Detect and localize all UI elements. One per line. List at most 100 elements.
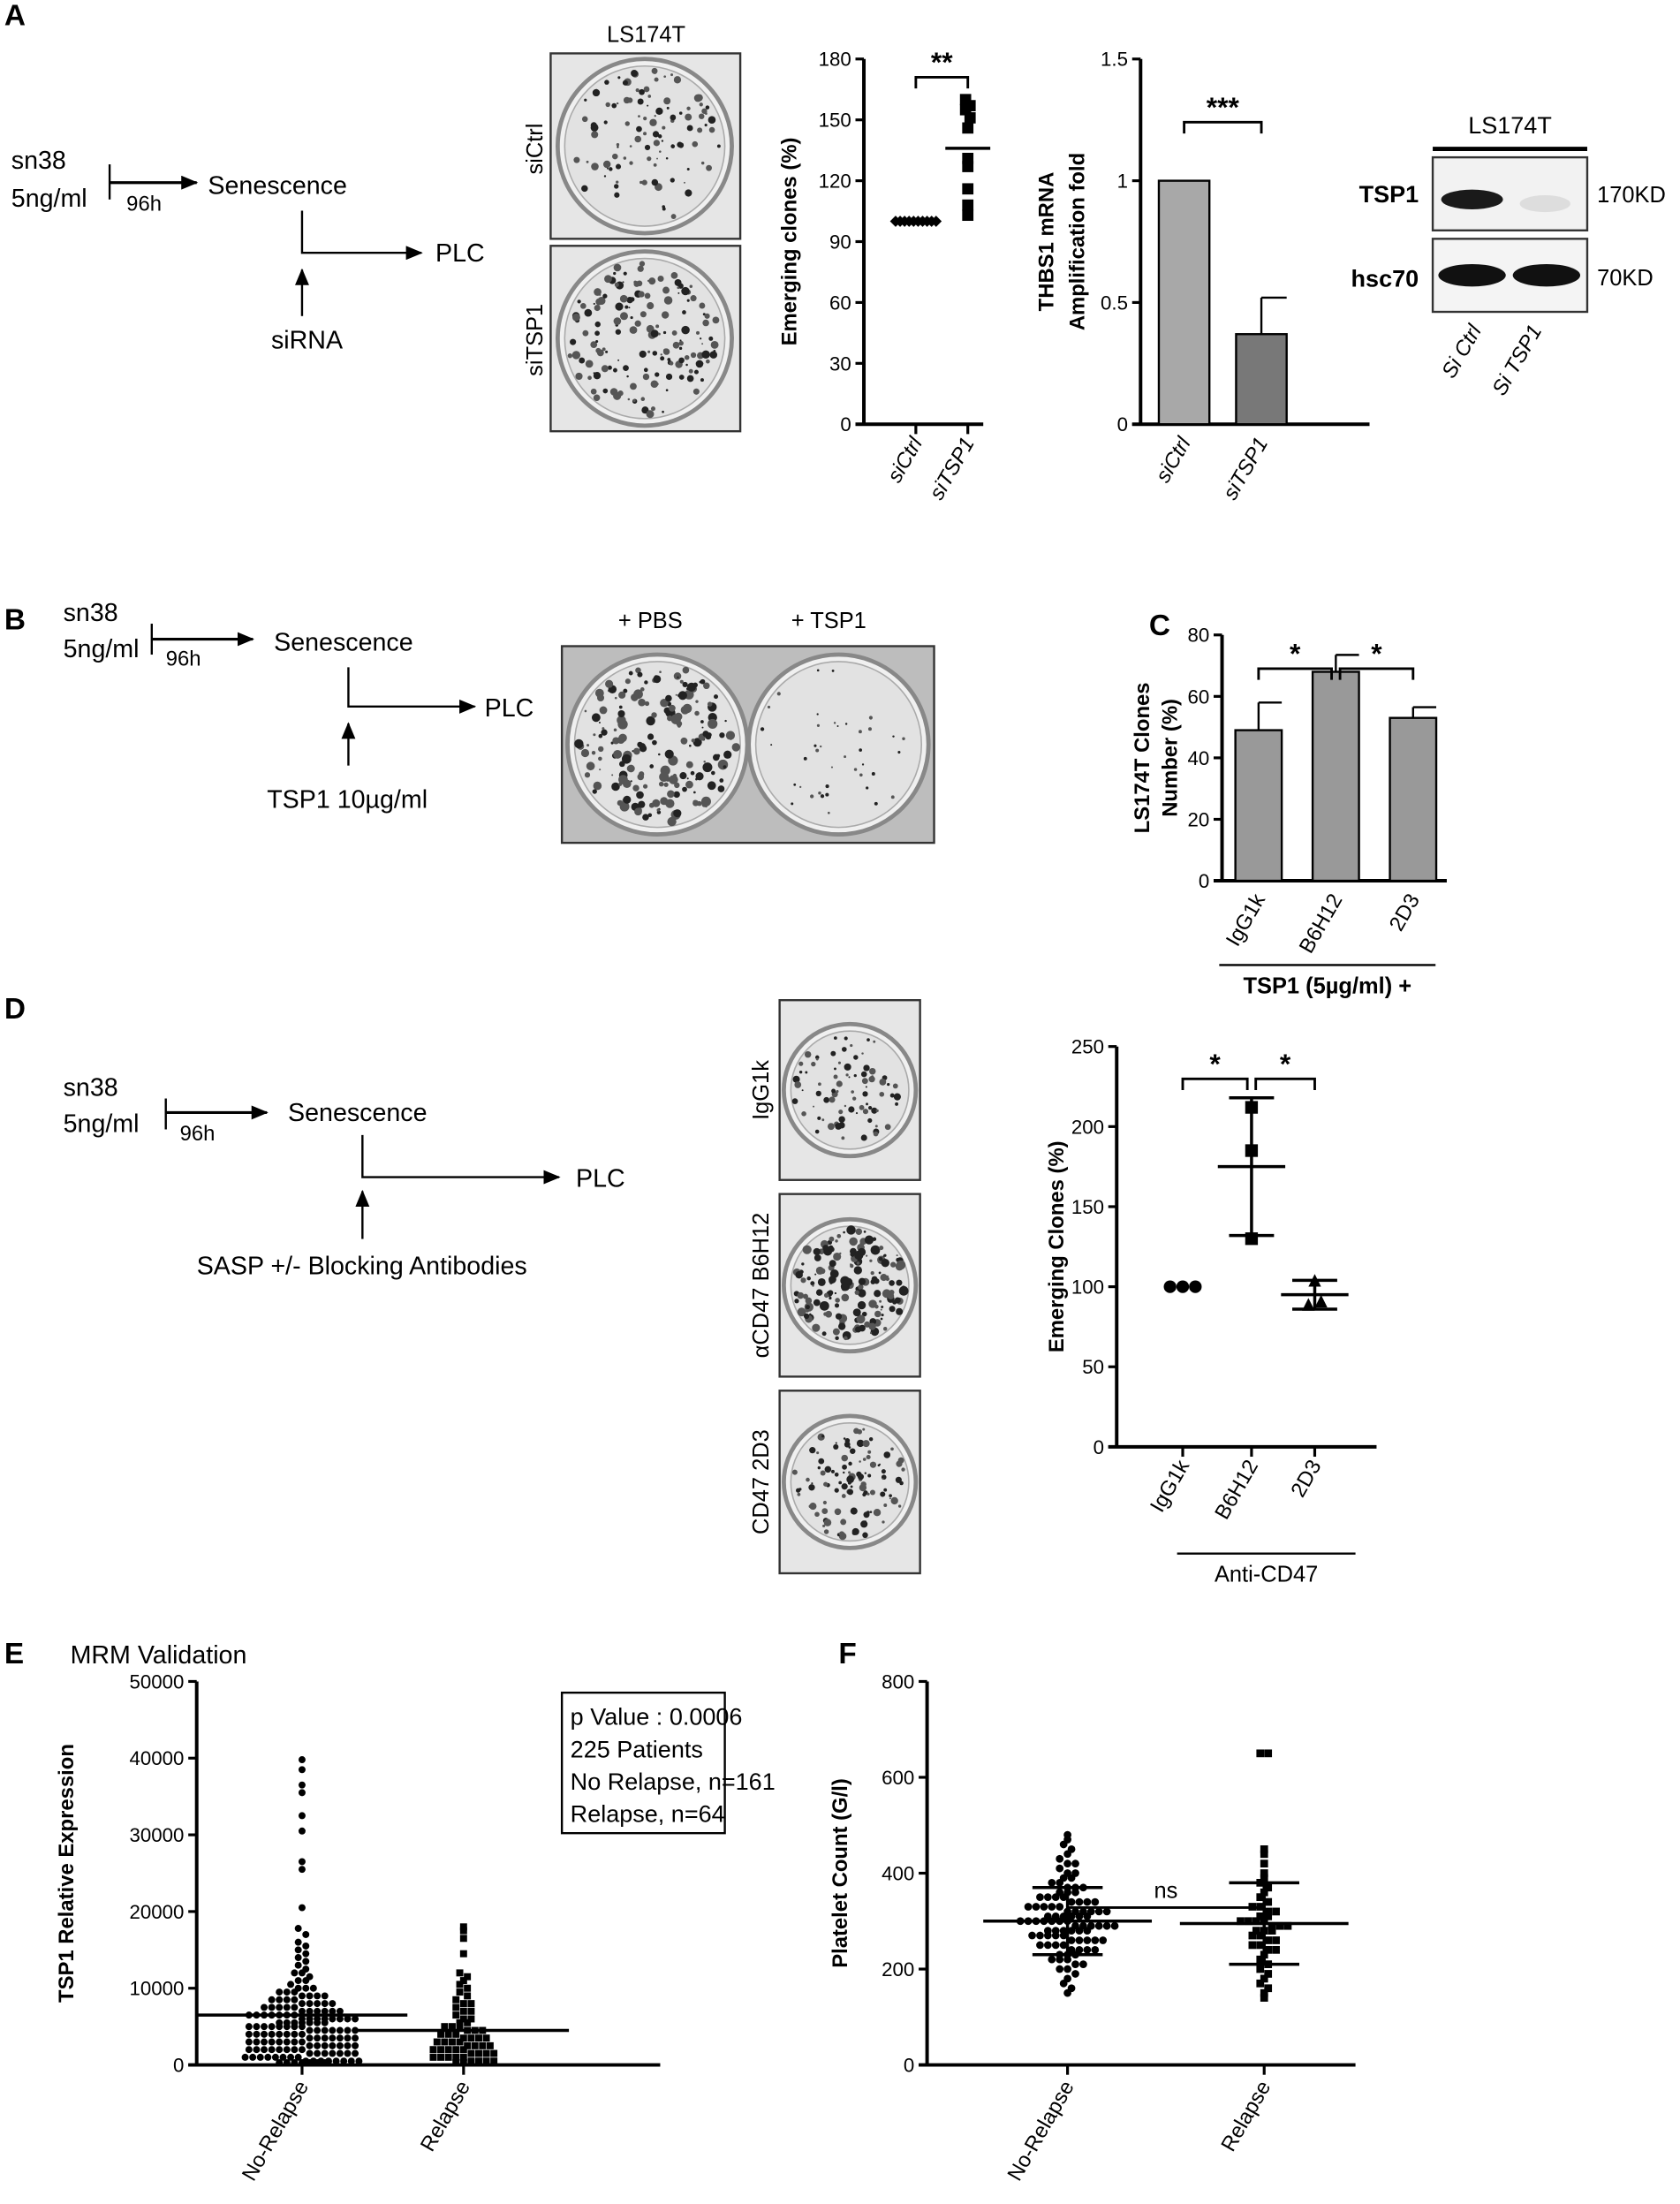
colony-dot [805, 1304, 810, 1310]
colony-dot [823, 1312, 828, 1316]
x-category-label: No-Relapse [238, 2077, 314, 2185]
colony-dot [852, 1096, 857, 1101]
colony-dot [822, 1245, 829, 1252]
colony-dot [817, 1466, 821, 1470]
significance-label: * [1290, 638, 1301, 670]
colony-dot [867, 1450, 872, 1454]
colony-dot [878, 1463, 882, 1466]
colony-dot [866, 786, 869, 790]
data-point [271, 2053, 279, 2061]
colony-dot [829, 1296, 832, 1300]
colony-dot [593, 394, 601, 402]
y-tick-label: 20000 [130, 1901, 185, 1923]
plate-label: + PBS [618, 609, 683, 633]
colony-dot [879, 1091, 885, 1097]
data-point [347, 2057, 355, 2065]
colony-dot [593, 302, 595, 305]
colony-dot [880, 1491, 886, 1497]
x-category-label: 2D3 [1385, 890, 1425, 935]
drug-label: sn38 [11, 147, 66, 175]
colony-dot [898, 1285, 909, 1296]
colony-dot [886, 1275, 889, 1278]
colony-dot [702, 319, 709, 327]
panel-label-b: B [4, 603, 26, 636]
colony-dot [868, 1067, 876, 1075]
colony-dot [663, 75, 667, 79]
colony-dot [869, 1489, 875, 1496]
group-label: Anti-CD47 [1215, 1563, 1318, 1587]
colony-dot [829, 1260, 836, 1268]
colony-dot [798, 1061, 804, 1066]
colony-dot [649, 118, 657, 126]
colony-dot [854, 1290, 859, 1295]
colony-dot [614, 184, 619, 189]
data-point [253, 2038, 261, 2046]
colony-dot [814, 744, 817, 747]
colony-dot [605, 679, 614, 688]
colony-dot [821, 1508, 829, 1514]
colony-dot [825, 784, 829, 789]
colony-dot [892, 735, 895, 738]
colony-dot [634, 320, 641, 327]
colony-dot [880, 1274, 888, 1282]
y-tick-label: 60 [1187, 685, 1209, 708]
colony-dot [618, 733, 627, 743]
data-point [459, 1977, 467, 1985]
colony-dot [818, 791, 821, 795]
data-point [291, 2023, 299, 2031]
stats-line: 225 Patients [571, 1736, 703, 1762]
colony-dot [800, 1277, 806, 1284]
colony-dot [666, 106, 670, 110]
colony-dot [794, 1081, 802, 1088]
data-point [283, 2046, 291, 2054]
x-category-label: B6H12 [1295, 890, 1348, 958]
data-point [1056, 1903, 1064, 1911]
data-point [302, 1950, 310, 1958]
colony-dot [695, 772, 704, 781]
data-point [329, 2026, 337, 2034]
y-tick-label: 600 [882, 1767, 914, 1789]
data-point [1083, 1897, 1092, 1906]
colony-dot [837, 1061, 841, 1064]
significance-label: *** [1207, 91, 1240, 123]
data-point [490, 2057, 498, 2065]
colony-dot [584, 98, 587, 102]
data-point [321, 2058, 329, 2066]
colony-dot [844, 1104, 847, 1108]
colony-dot [682, 786, 687, 792]
data-point [1302, 1298, 1315, 1311]
colony-dot [861, 763, 865, 766]
y-tick-label: 200 [882, 1958, 914, 1981]
colony-dot [708, 336, 714, 341]
data-point [302, 1977, 310, 1985]
colony-dot [661, 140, 664, 142]
colony-dot [869, 1331, 873, 1335]
colony-dot [623, 271, 627, 276]
data-point [1051, 1893, 1060, 1902]
colony-dot [657, 134, 662, 139]
colony-dot [653, 163, 657, 167]
colony-dot [647, 733, 655, 740]
colony-dot [850, 1043, 853, 1048]
colony-dot [852, 1308, 861, 1317]
data-point [283, 2038, 291, 2046]
colony-plate-photo [778, 1390, 921, 1575]
colony-dot [868, 716, 873, 720]
data-point [1056, 1965, 1064, 1973]
data-point [276, 2046, 284, 2054]
data-point [1264, 1945, 1273, 1954]
significance-label: * [1280, 1048, 1291, 1079]
colony-dot [874, 1310, 882, 1318]
data-point [1248, 1941, 1257, 1950]
colony-plate-photo [778, 999, 921, 1181]
colony-dot [871, 772, 875, 776]
colony-dot [618, 775, 628, 784]
data-point [429, 2053, 437, 2061]
colony-dot [639, 180, 643, 185]
colony-dot [651, 67, 658, 74]
colony-dot [670, 144, 676, 148]
dose-label: 5ng/ml [64, 635, 140, 663]
colony-dot [570, 338, 577, 345]
